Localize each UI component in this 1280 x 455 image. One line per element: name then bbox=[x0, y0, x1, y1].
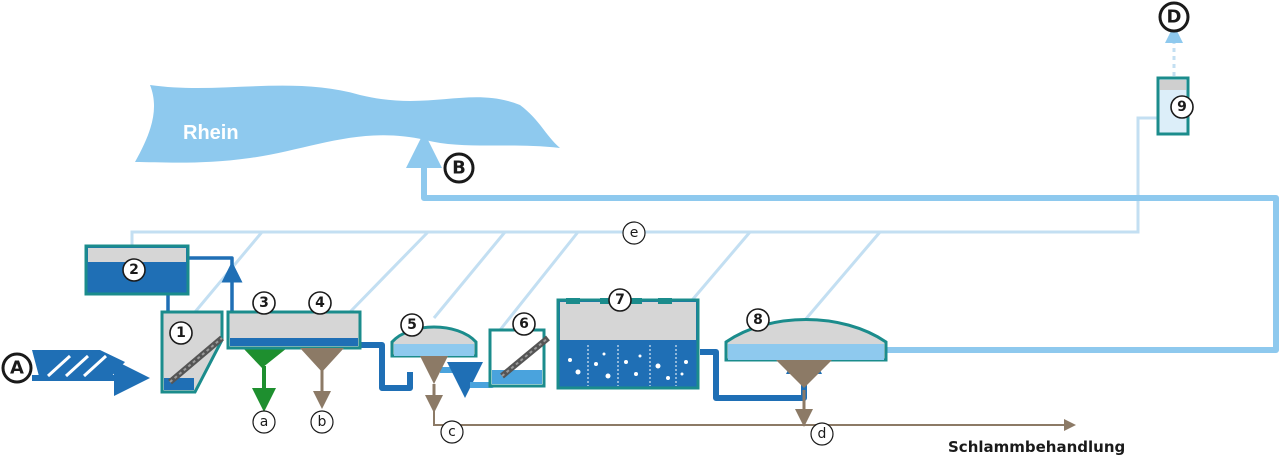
sludge-treatment-label: Schlammbehandlung bbox=[948, 438, 1125, 455]
station-9-filter bbox=[1156, 25, 1190, 136]
svg-text:D: D bbox=[1167, 7, 1182, 28]
sludge-line bbox=[433, 406, 1076, 431]
input-marker-A: A bbox=[1, 352, 33, 384]
svg-text:b: b bbox=[318, 414, 327, 430]
svg-text:c: c bbox=[448, 424, 456, 440]
output-marker-b: b bbox=[310, 410, 334, 434]
station-8-clarifier bbox=[724, 318, 888, 427]
input-marker-B: B bbox=[443, 152, 475, 184]
inlet-channel bbox=[32, 350, 125, 380]
output-marker-c: c bbox=[440, 420, 464, 444]
station-number-8: 8 bbox=[746, 308, 770, 332]
svg-text:a: a bbox=[260, 414, 269, 430]
river-label: Rhein bbox=[183, 122, 239, 144]
station-1-screen bbox=[160, 310, 224, 394]
station-number-6: 6 bbox=[512, 312, 536, 336]
station-number-1: 1 bbox=[169, 321, 193, 345]
station-5-clarifier bbox=[390, 325, 478, 413]
svg-text:d: d bbox=[818, 426, 827, 442]
svg-text:1: 1 bbox=[176, 325, 186, 341]
station-number-5: 5 bbox=[400, 313, 424, 337]
output-marker-a: a bbox=[252, 410, 276, 434]
input-marker-D: D bbox=[1158, 1, 1190, 33]
effluent-line bbox=[406, 132, 1279, 353]
station-number-4: 4 bbox=[308, 291, 332, 315]
svg-text:6: 6 bbox=[519, 316, 529, 332]
svg-text:B: B bbox=[452, 158, 466, 179]
station-number-9: 9 bbox=[1170, 95, 1194, 119]
output-marker-e: e bbox=[622, 221, 646, 245]
station-number-3: 3 bbox=[252, 291, 276, 315]
station-6-screen bbox=[488, 328, 550, 388]
station-4-trap bbox=[226, 310, 362, 409]
station-7-biology bbox=[556, 298, 700, 390]
svg-text:3: 3 bbox=[259, 295, 269, 311]
svg-text:4: 4 bbox=[315, 295, 325, 311]
svg-text:e: e bbox=[630, 225, 639, 241]
svg-text:A: A bbox=[10, 358, 24, 379]
output-marker-d: d bbox=[810, 422, 834, 446]
svg-text:5: 5 bbox=[407, 317, 417, 333]
station-number-7: 7 bbox=[608, 288, 632, 312]
svg-text:2: 2 bbox=[129, 262, 139, 278]
svg-text:9: 9 bbox=[1177, 99, 1187, 115]
svg-text:8: 8 bbox=[753, 312, 763, 328]
svg-text:7: 7 bbox=[615, 292, 625, 308]
river-rhein: Rhein bbox=[135, 85, 560, 163]
station-number-2: 2 bbox=[122, 258, 146, 282]
